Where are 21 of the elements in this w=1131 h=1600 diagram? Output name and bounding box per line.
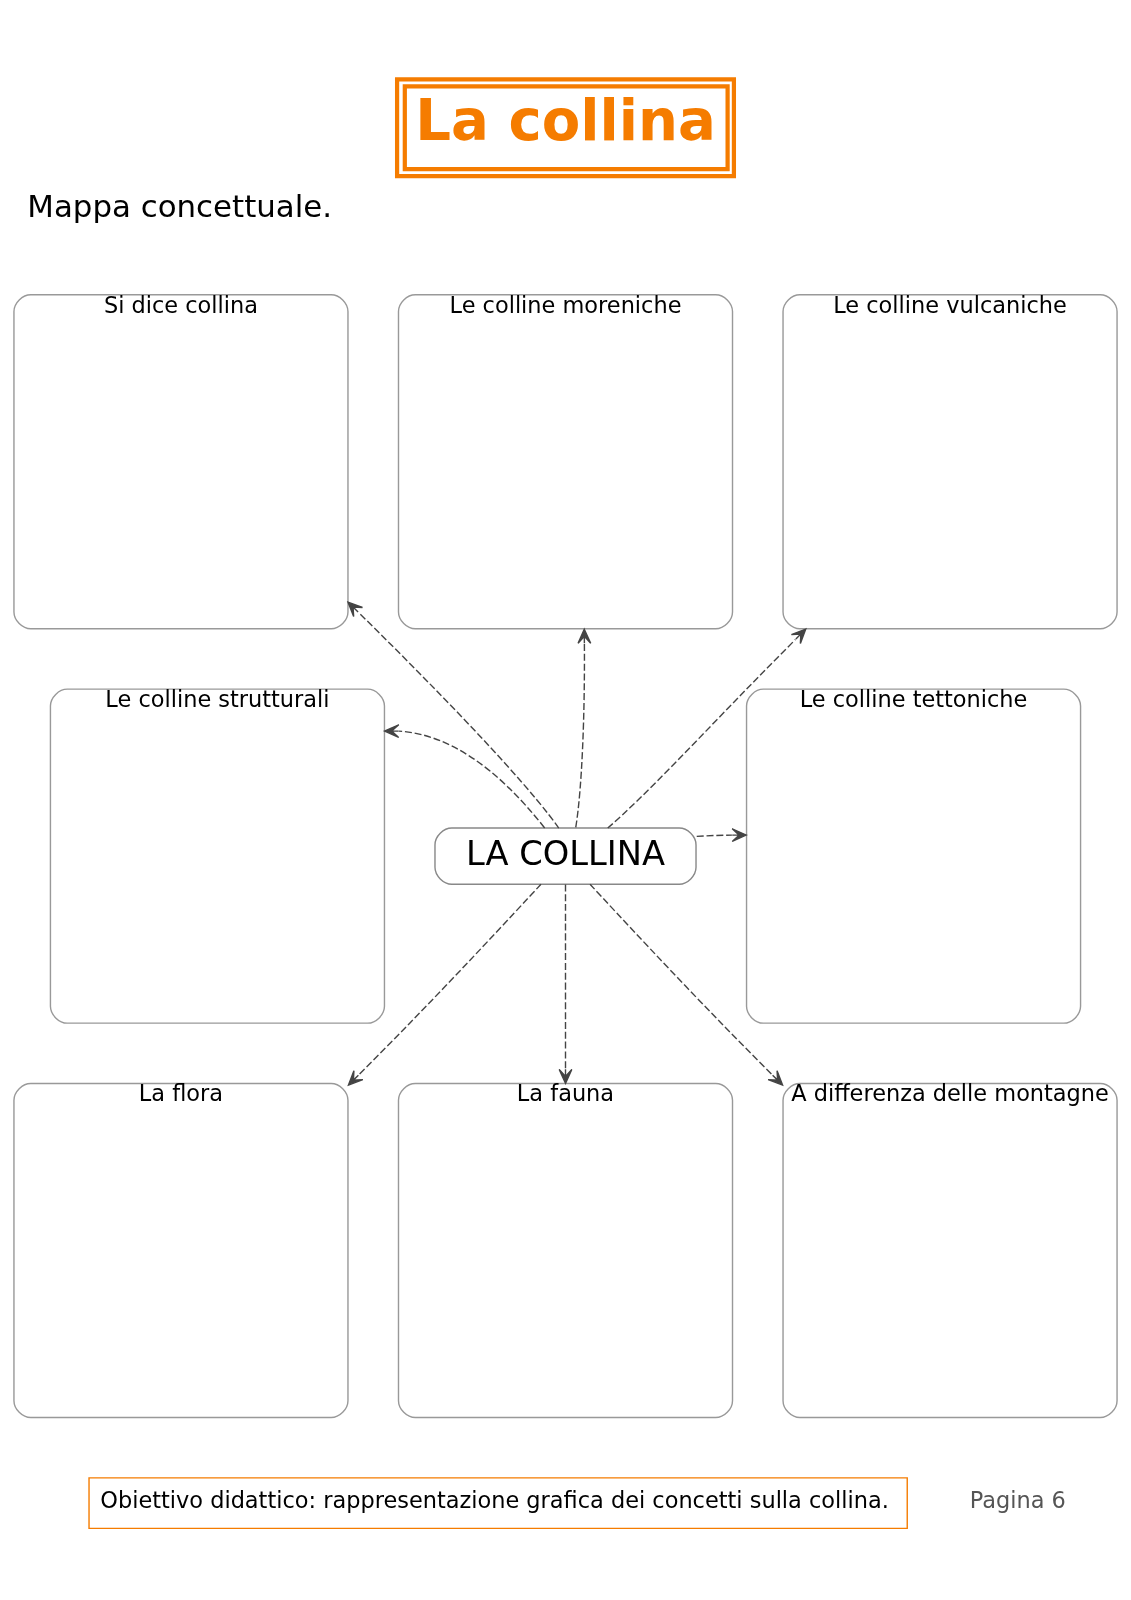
label: Mappa concettuale. bbox=[27, 188, 333, 225]
arrow bbox=[589, 883, 784, 1086]
arrow bbox=[607, 628, 807, 829]
arrow bbox=[696, 828, 747, 843]
node-box: La flora bbox=[13, 1082, 349, 1419]
label: Obiettivo didattico: rappresentazione grafica dei concetti sulla collina. bbox=[100, 1487, 889, 1514]
arrow bbox=[347, 883, 542, 1086]
arrow bbox=[575, 628, 592, 829]
node-box: Le colline tettoniche bbox=[745, 688, 1082, 1024]
node-box: LA COLLINA bbox=[434, 827, 697, 885]
node-box: A differenza delle montagne bbox=[782, 1082, 1118, 1419]
node-box: Si dice collina bbox=[13, 294, 349, 630]
arrow bbox=[384, 724, 546, 829]
arrow bbox=[347, 601, 560, 829]
label: Pagina 6 bbox=[969, 1487, 1066, 1514]
node-box: Le colline moreniche bbox=[397, 294, 734, 630]
node-box: Le colline strutturali bbox=[49, 688, 386, 1024]
node-box: Le colline vulcaniche bbox=[782, 294, 1118, 630]
arrow bbox=[558, 883, 573, 1085]
diagram-title: La collina bbox=[415, 88, 716, 154]
node-box: La fauna bbox=[397, 1082, 734, 1419]
